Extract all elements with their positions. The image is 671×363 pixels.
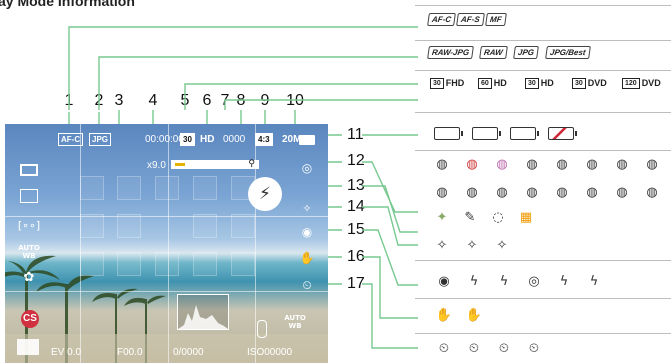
zoom-bar: ⚲ — [171, 160, 259, 169]
face-2-icon: ✧ — [462, 236, 482, 256]
scene-b-icon: ◍ — [582, 155, 602, 175]
scene-mode-icon: ◎ — [295, 161, 319, 175]
self-timer-icon: ⏲ — [295, 278, 319, 293]
aspect-ratio-indicator: 4:3 — [255, 133, 273, 146]
scene-c-icon: ◍ — [492, 183, 512, 203]
zoom-magnifier-icon: ⚲ — [248, 159, 255, 169]
stabilizer-off-icon: ✋ — [434, 306, 454, 326]
focus-bracket-icon — [257, 320, 267, 338]
scene-v-icon: ◍ — [552, 155, 572, 175]
fps-indicator: 30 — [180, 133, 195, 146]
image-format-indicator: JPG — [89, 133, 111, 146]
format-raw-jpg: RAW-JPG — [427, 46, 474, 59]
focus-mode-afc: AF-C — [427, 13, 456, 26]
metering-icon — [20, 189, 38, 203]
scene-soft-icon: ◍ — [522, 155, 542, 175]
timer-10-icon: ⏲ — [464, 339, 484, 359]
camera-mode-icon — [17, 339, 39, 355]
scene-color-icon: ◍ — [462, 155, 482, 175]
scene-n-icon: ◍ — [432, 155, 452, 175]
zoom-level-fill — [175, 163, 185, 166]
scene-b2-icon: ◍ — [462, 183, 482, 203]
histogram — [177, 294, 229, 330]
focus-mode-mf: MF — [485, 13, 506, 26]
battery-two-thirds-icon — [472, 127, 498, 140]
timer-2-icon: ⏲ — [434, 339, 454, 359]
flash-auto-icon: ϟ — [464, 272, 484, 292]
focus-area-icon: [∘∘] — [15, 219, 43, 232]
flash-sl-red-icon: ϟ — [584, 272, 604, 292]
format-jpg-best: JPG/Best — [545, 46, 590, 59]
recording-timer: 00:00:00 — [145, 134, 184, 145]
flash-icon: ◉ — [295, 225, 319, 239]
flash-red-eye-icon: ◎ — [524, 272, 544, 292]
focus-mode-afs: AF-S — [456, 13, 484, 26]
video-quality-indicator: HD — [200, 134, 214, 145]
no-flash-icon: ⚡ — [248, 177, 282, 211]
scene-j-icon: ✎ — [460, 208, 480, 228]
macro-icon: ✿ — [19, 270, 39, 285]
flash-sl-icon: ϟ — [554, 272, 574, 292]
beach-scene — [5, 124, 328, 363]
stabilizer-on-icon: ✋ — [464, 306, 484, 326]
scene-i-icon: ✦ — [432, 208, 452, 228]
shutter-value: 0/0000 — [173, 347, 204, 358]
scene-s-icon: ◍ — [612, 155, 632, 175]
scene-k-icon: ◌ — [488, 208, 508, 228]
zoom-ratio: x9.0 — [147, 160, 166, 171]
cs-badge: CS — [21, 310, 39, 328]
face-1-icon: ✧ — [432, 236, 452, 256]
scene-h-icon: ◍ — [642, 183, 662, 203]
iso-value: ISO00000 — [247, 347, 292, 358]
format-jpg: JPG — [513, 46, 539, 59]
aperture-value: F00.0 — [117, 347, 143, 358]
scene-l-icon: ▦ — [516, 208, 536, 228]
scene-d-icon: ◍ — [522, 183, 542, 203]
battery-full-icon — [434, 127, 460, 140]
battery-icon — [299, 135, 315, 145]
exposure-value: EV 0.0 — [51, 347, 81, 358]
face-beauty-icon: ✧ — [295, 202, 319, 215]
face-3-icon: ✧ — [492, 236, 512, 256]
scene-pastel-icon: ◍ — [492, 155, 512, 175]
stabilizer-icon: ✋ — [295, 251, 319, 265]
shots-remaining: 0000 — [223, 134, 245, 145]
single-frame-icon — [20, 164, 38, 176]
timer-off-icon: ⏲ — [524, 339, 544, 359]
timer-smile-icon: ⏲ — [494, 339, 514, 359]
battery-one-third-icon — [510, 127, 536, 140]
flash-off-icon: ◉ — [434, 272, 454, 292]
scene-g-icon: ◍ — [612, 183, 632, 203]
scene-e-icon: ◍ — [552, 183, 572, 203]
battery-empty-icon — [548, 127, 574, 140]
flash-a-icon: ϟ — [494, 272, 514, 292]
scene-art-icon: ◍ — [642, 155, 662, 175]
scene-f-icon: ◍ — [582, 183, 602, 203]
focus-mode-indicator: AF-C — [58, 133, 83, 146]
format-raw: RAW — [479, 46, 507, 59]
wb-indicator: AUTO WB — [281, 314, 309, 330]
camera-preview: AF-C JPG 00:00:00 30 HD 0000 4:3 20M x9.… — [5, 124, 328, 363]
scene-a-icon: ◍ — [432, 183, 452, 203]
